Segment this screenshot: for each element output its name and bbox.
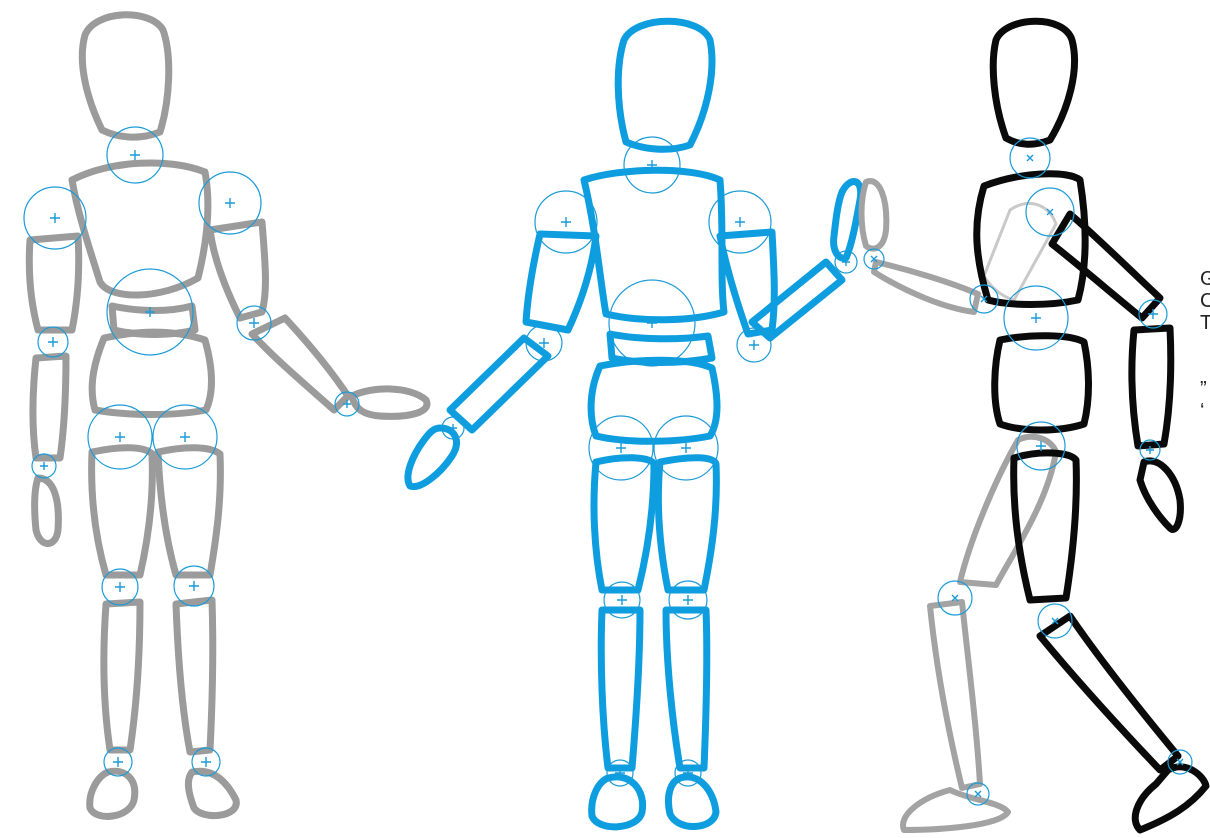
shin-front[interactable] — [1040, 616, 1178, 770]
joint-handles-selected[interactable] — [442, 137, 857, 786]
side-panel-line: C — [1200, 290, 1210, 312]
mannequin-selected[interactable] — [408, 21, 861, 827]
chest[interactable] — [977, 174, 1085, 305]
hand-left[interactable] — [35, 478, 59, 544]
joint-hip-right[interactable] — [654, 416, 718, 480]
joint-shoulder-left[interactable] — [535, 191, 597, 253]
forearm-left[interactable] — [33, 356, 66, 458]
thigh-right[interactable] — [158, 448, 220, 575]
forearm-left[interactable] — [450, 338, 548, 430]
joint-spine[interactable] — [1004, 286, 1068, 350]
head[interactable] — [618, 21, 712, 149]
foot-right[interactable] — [188, 771, 236, 815]
forearm-back[interactable] — [874, 262, 978, 312]
joint-ankle-left[interactable] — [607, 760, 633, 786]
shin-back[interactable] — [930, 602, 980, 788]
side-panel-line: ‘ — [1200, 400, 1210, 422]
upper-arm-back — [984, 203, 1056, 300]
joint-ankle-right[interactable] — [675, 760, 701, 786]
thigh-right[interactable] — [658, 458, 716, 590]
hand-right[interactable] — [352, 389, 427, 416]
joint-spine[interactable] — [609, 280, 695, 366]
upper-arm-right[interactable] — [210, 222, 265, 318]
pelvis[interactable] — [92, 332, 211, 414]
hand-front[interactable] — [1140, 461, 1180, 529]
forearm-right[interactable] — [752, 262, 842, 338]
forearm-right[interactable] — [252, 318, 348, 410]
joint-shoulder[interactable] — [1026, 188, 1074, 236]
thigh-left[interactable] — [92, 448, 153, 575]
joint-handles-reference[interactable] — [24, 127, 359, 776]
forearm-front[interactable] — [1132, 328, 1171, 446]
side-panel-line: G — [1200, 268, 1210, 290]
foot-front[interactable] — [1135, 767, 1206, 830]
shin-left[interactable] — [601, 610, 640, 768]
upper-arm-left[interactable] — [526, 234, 596, 330]
side-panel-line: ” — [1200, 378, 1210, 400]
foot-left[interactable] — [90, 771, 135, 816]
hand-left[interactable] — [408, 428, 457, 487]
side-panel-text: G C T ” ‘ — [1200, 268, 1210, 422]
hand-back[interactable] — [862, 181, 887, 249]
thigh-left[interactable] — [594, 458, 654, 590]
foot-left[interactable] — [592, 777, 643, 827]
shin-right[interactable] — [666, 610, 707, 768]
foot-back[interactable] — [903, 790, 1008, 830]
side-panel-line: T — [1200, 312, 1210, 334]
upper-arm-right[interactable] — [720, 232, 774, 334]
shin-right[interactable] — [176, 600, 213, 752]
side-panel-line — [1200, 334, 1210, 356]
hand-right[interactable] — [834, 182, 861, 259]
pelvis[interactable] — [591, 360, 717, 441]
upper-arm-left[interactable] — [29, 236, 78, 330]
shin-left[interactable] — [104, 602, 140, 750]
thigh-back[interactable] — [960, 437, 1056, 585]
joint-knee-back[interactable] — [938, 581, 972, 615]
mannequin-reference[interactable] — [29, 15, 427, 817]
head[interactable] — [993, 21, 1074, 144]
thigh-front[interactable] — [1014, 453, 1077, 600]
foot-right[interactable] — [668, 777, 716, 827]
side-panel-line — [1200, 356, 1210, 378]
head[interactable] — [82, 15, 168, 137]
joint-hip-left[interactable] — [589, 416, 653, 480]
mannequin-posed[interactable] — [977, 21, 1206, 830]
